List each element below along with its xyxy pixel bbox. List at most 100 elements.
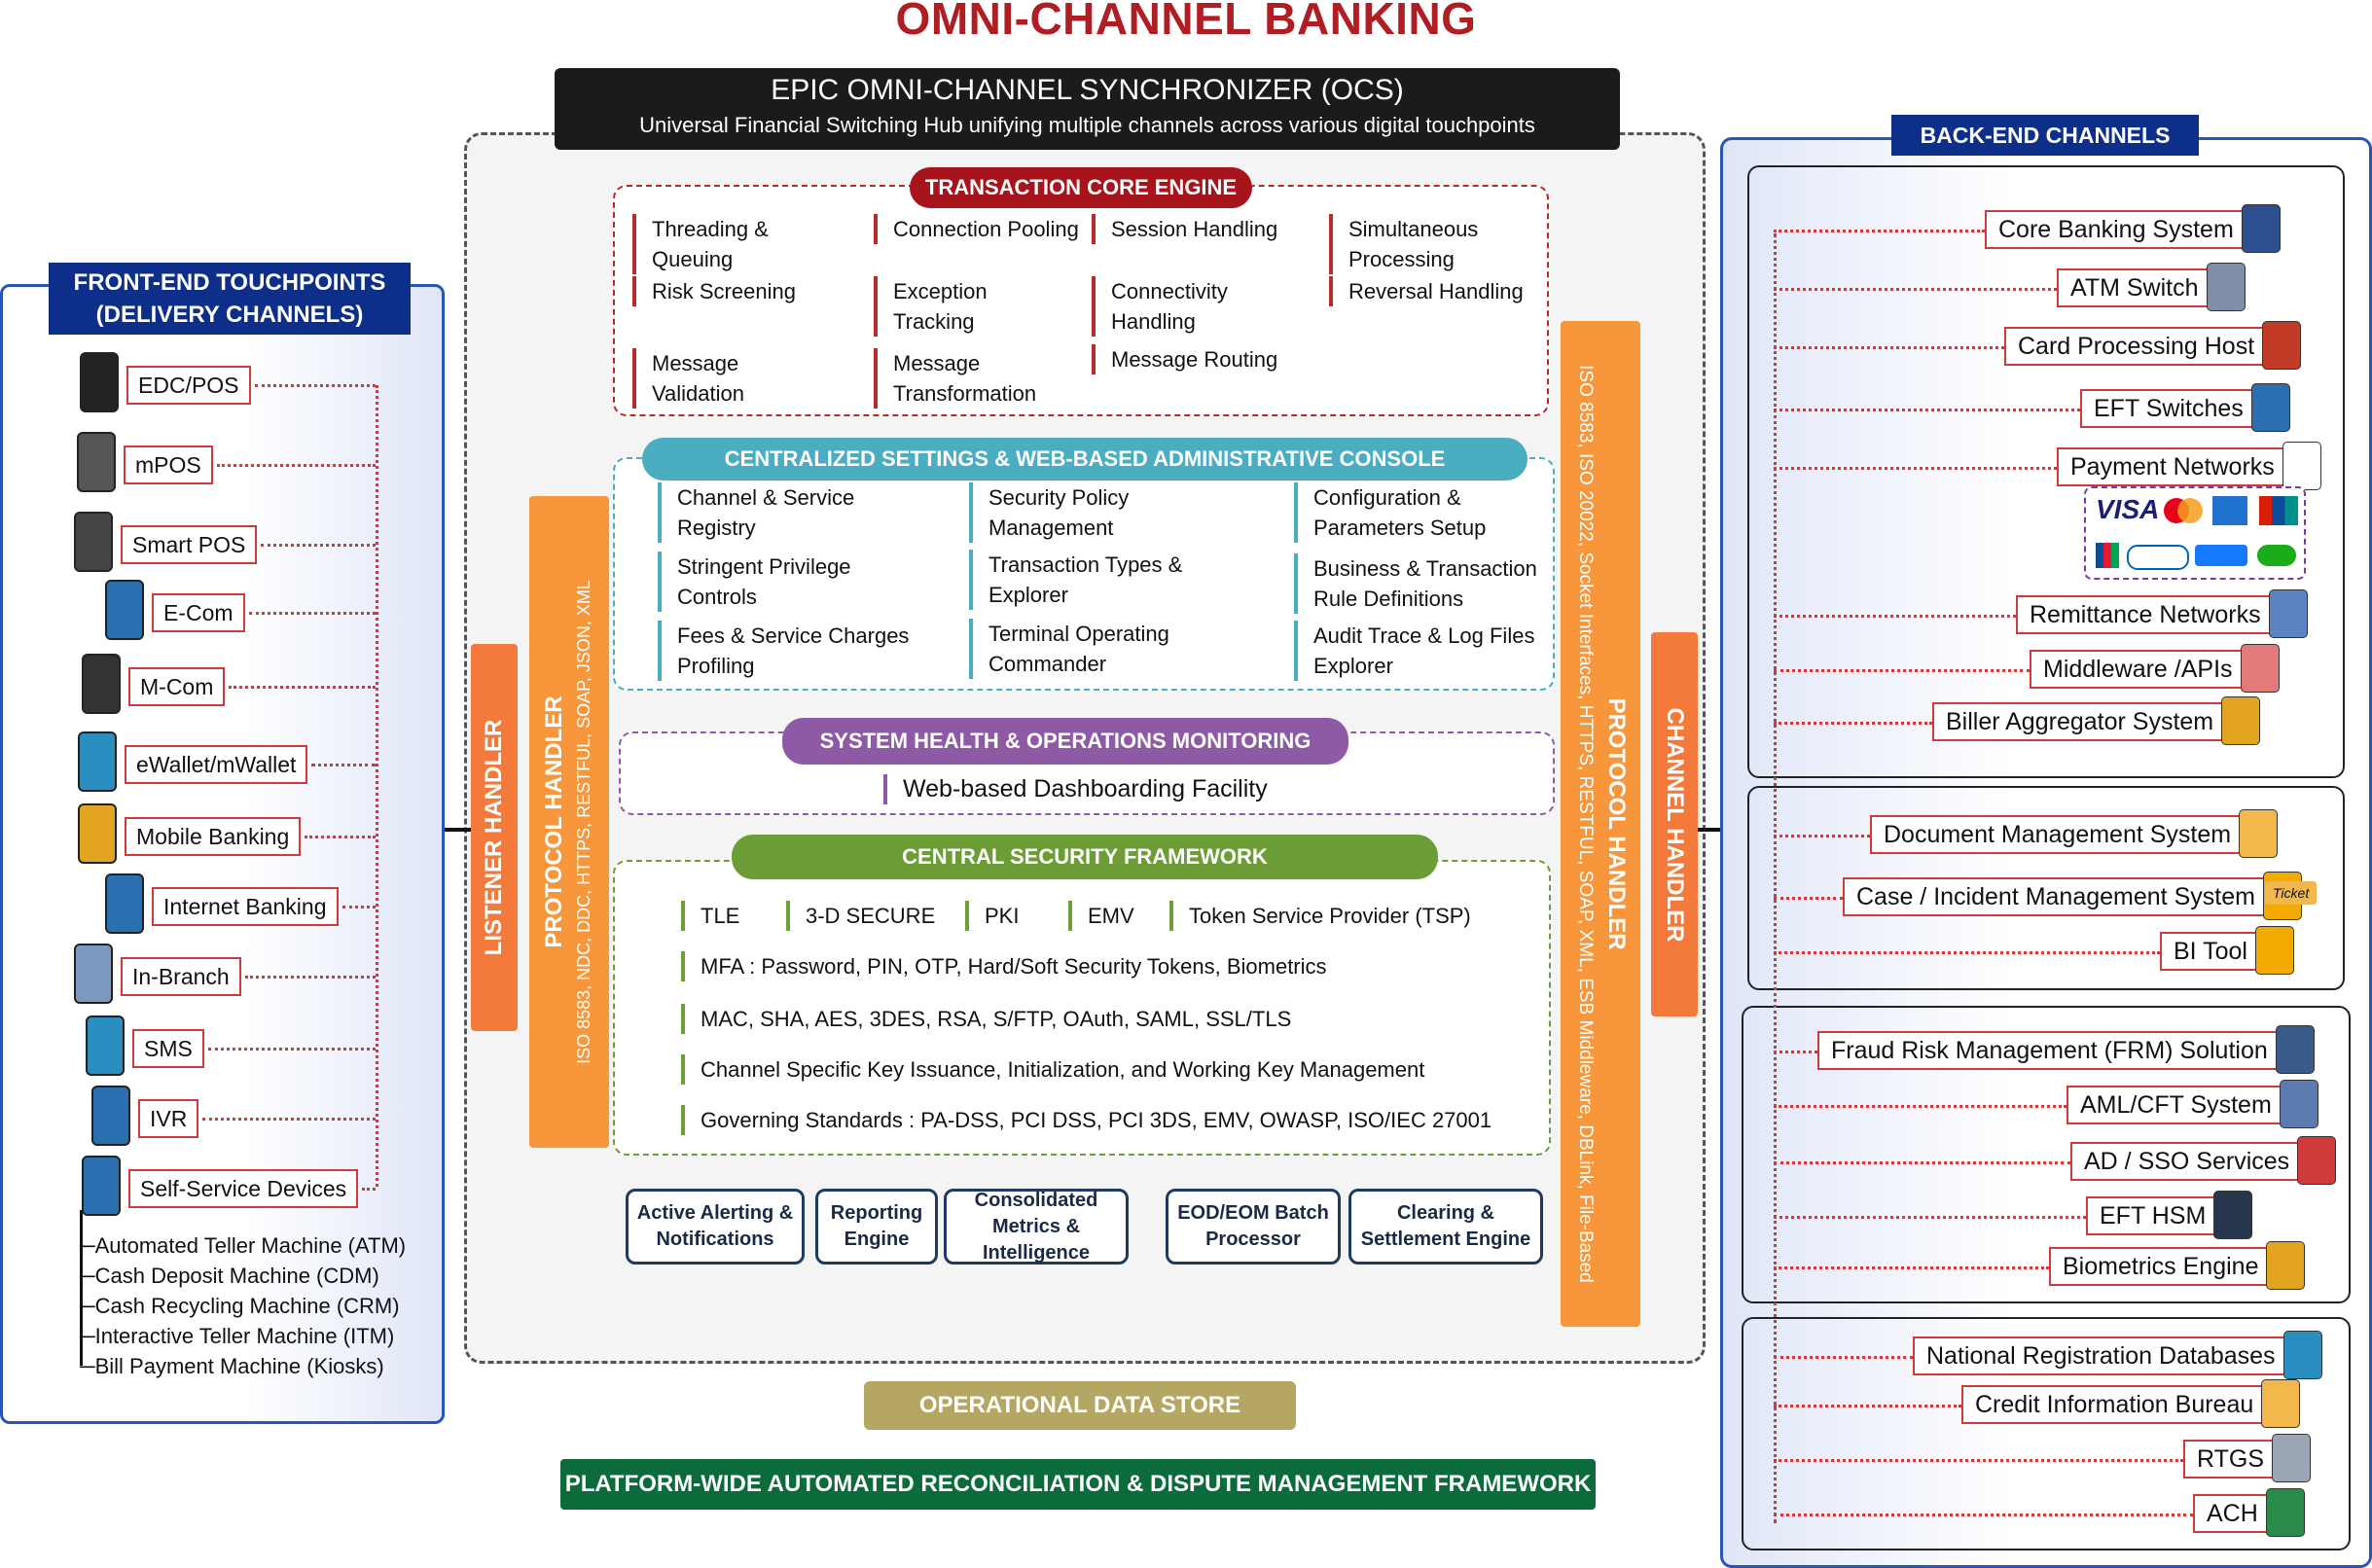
security-text: Token Service Provider (TSP) [1189,904,1471,928]
channel-handler: CHANNEL HANDLER [1651,632,1698,1016]
security-text: Channel Specific Key Issuance, Initializ… [701,1057,1425,1082]
frontend-connector-line [342,906,376,909]
feature-session-handling: Session Handling [1092,214,1286,244]
setting-security-policy: Security Policy Management [969,482,1212,543]
frontend-connector-line [249,612,376,615]
eft-switches-icon [2251,383,2290,432]
setting-configuration: Configuration & Parameters Setup [1294,482,1547,543]
security-text: MFA : Password, PIN, OTP, Hard/Soft Secu… [701,954,1327,979]
page-title: OMNI-CHANNEL BANKING [895,0,1477,44]
backend-item-ad-sso-services: AD / SSO Services [2070,1142,2304,1181]
credit-information-bureau-icon [2261,1379,2300,1428]
backend-item-payment-networks: Payment Networks [2057,447,2288,486]
feature-text: Message Routing [1111,347,1278,372]
feature-text: Reversal Handling [1348,279,1524,303]
backend-dotted-spine [1774,233,1777,1523]
backend-title: BACK-END CHANNELS [1891,115,2199,156]
payment-logos-box: VISA [2084,486,2306,580]
frontend-item-self-service-devices: Self-Service Devices [128,1169,359,1208]
backend-item-remittance-networks: Remittance Networks [2016,595,2275,634]
backend-item-card-processing-host: Card Processing Host [2004,327,2269,366]
backend-item-national-registration-databases: National Registration Databases [1913,1336,2289,1375]
unionpay-logo [2259,496,2298,525]
security-text: 3-D SECURE [806,904,936,928]
feature-reversal-handling: Reversal Handling [1329,276,1524,306]
core-banking-system-icon [2242,204,2281,253]
backend-connector-eft-hsm [1774,1216,2086,1219]
ach-icon [2266,1488,2305,1537]
backend-item-eft-switches: EFT Switches [2080,389,2257,428]
security-standards: Governing Standards : PA-DSS, PCI DSS, P… [681,1105,1537,1135]
feature-text: Risk Screening [652,279,796,303]
ivr-device-icon [91,1086,130,1146]
backend-group-risk [1742,1006,2351,1303]
sub-text: Bill Payment Machine (Kiosks) [94,1354,384,1378]
backend-item-atm-switch: ATM Switch [2057,268,2212,307]
setting-text: Stringent Privilege Controls [677,554,851,609]
biller-aggregator-system-icon [2221,696,2260,745]
module-reporting: Reporting Engine [815,1189,938,1265]
backend-connector-middleware-apis [1774,669,2030,672]
frontend-item-mobile-banking: Mobile Banking [125,817,302,856]
payment-networks-icon [2282,442,2321,490]
sms-device-icon [86,1016,125,1076]
frontend-item-edc-pos: EDC/POS [126,366,251,405]
self-service-kiosk: ─Bill Payment Machine (Kiosks) [80,1354,384,1378]
module-active-alerting: Active Alerting & Notifications [626,1189,805,1265]
backend-item-biller-aggregator-system: Biller Aggregator System [1932,702,2228,741]
backend-item-fraud-risk-management-frm-solution: Fraud Risk Management (FRM) Solution [1817,1031,2282,1070]
security-text: TLE [701,904,740,928]
setting-text: Security Policy Management [988,485,1130,540]
setting-transaction-types: Transaction Types & Explorer [969,550,1212,610]
internet-banking-device-icon [105,873,144,934]
frontend-connector-line [202,1118,376,1121]
feature-text: Session Handling [1111,217,1278,241]
self-service-crm: ─Cash Recycling Machine (CRM) [80,1294,400,1318]
frontend-connector-line [362,1188,376,1191]
fraud-risk-management-frm-solution-icon [2276,1025,2315,1074]
protocol-right-sub: ISO 8583, ISO 20022, Socket Interfaces, … [1575,365,1596,1283]
frontend-item-in-branch: In-Branch [121,957,241,996]
security-tsp: Token Service Provider (TSP) [1169,901,1471,931]
security-key-management: Channel Specific Key Issuance, Initializ… [681,1054,1518,1085]
frontend-item-mpos: mPOS [124,445,213,484]
feature-text: Message Transformation [893,351,1037,406]
frontend-dotted-spine [376,385,378,1187]
setting-audit-trace: Audit Trace & Log Files Explorer [1294,621,1547,681]
setting-text: Fees & Service Charges Profiling [677,624,910,678]
mastercard-logo-right [2177,498,2203,523]
national-registration-databases-icon [2283,1331,2322,1379]
feature-risk-screening: Risk Screening [632,276,827,306]
operational-data-store: OPERATIONAL DATA STORE [864,1381,1296,1430]
backend-connector-rtgs [1774,1459,2183,1462]
frontend-item-m-com: M-Com [128,667,226,706]
feature-threading: Threading & Queuing [632,214,846,274]
sub-text: Automated Teller Machine (ATM) [94,1233,407,1258]
ticket-badge: Ticket [2265,881,2318,905]
monitoring-text: Web-based Dashboarding Facility [903,775,1268,802]
feature-text: Connectivity Handling [1111,279,1228,334]
protocol-left-sub: ISO 8583, NDC, DDC, HTTPS, RESTFUL, SOAP… [574,580,593,1064]
backend-item-rtgs: RTGS [2183,1440,2278,1479]
backend-connector-bi-tool [1774,951,2160,954]
listener-handler: LISTENER HANDLER [471,644,518,1031]
transaction-core-title: TRANSACTION CORE ENGINE [910,167,1252,208]
frontend-item-smart-pos: Smart POS [121,525,258,564]
bi-tool-icon [2255,926,2294,975]
backend-group-core [1747,165,2345,778]
mpos-device-icon [77,432,116,492]
settings-title: CENTRALIZED SETTINGS & WEB-BASED ADMINIS… [642,438,1527,481]
amex-logo [2212,496,2247,525]
protocol-handler-right-text: PROTOCOL HANDLER ISO 8583, ISO 20022, So… [1569,365,1632,1283]
rtgs-icon [2272,1434,2311,1482]
e-com-device-icon [105,580,144,640]
sub-text: Interactive Teller Machine (ITM) [94,1324,395,1348]
sub-text: Cash Deposit Machine (CDM) [94,1264,379,1288]
frontend-connector-line [305,836,376,838]
middleware-apis-icon [2241,644,2280,693]
backend-item-bi-tool: BI Tool [2160,932,2261,971]
backend-item-credit-information-bureau: Credit Information Bureau [1961,1385,2268,1424]
feature-message-transformation: Message Transformation [874,348,1097,409]
backend-group-documents [1747,786,2345,990]
card-processing-host-icon [2262,321,2301,370]
